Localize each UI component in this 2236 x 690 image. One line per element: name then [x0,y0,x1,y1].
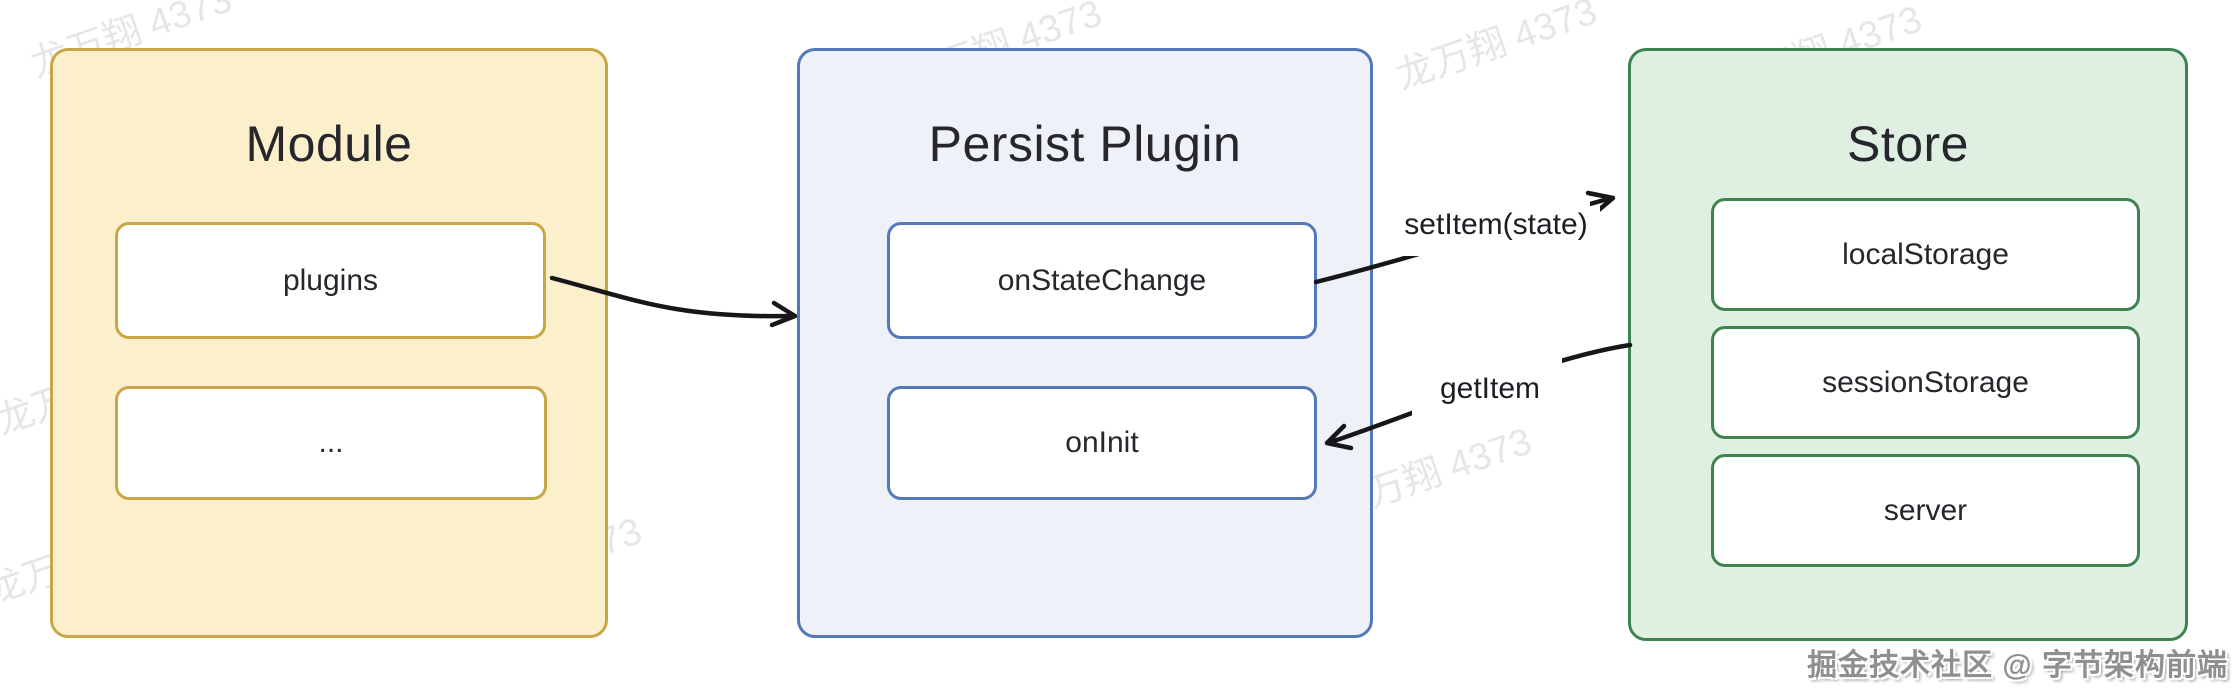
group-persist-plugin: Persist Plugin onStateChange onInit [797,48,1373,638]
node-onstatechange: onStateChange [887,222,1317,339]
group-title-module: Module [245,116,413,172]
node-localstorage: localStorage [1711,198,2140,311]
arrow-label-setitem: setItem(state) [1392,206,1600,244]
node-plugins: plugins [115,222,546,339]
arrow-label-getitem: getItem [1421,370,1559,408]
node-oninit: onInit [887,386,1317,500]
group-store: Store localStorage sessionStorage server [1628,48,2188,641]
node-dots: ... [115,386,547,500]
node-server: server [1711,454,2140,567]
node-sessionstorage: sessionStorage [1711,326,2140,439]
watermark: 龙万翔 4373 [1390,0,1603,99]
group-title-store: Store [1846,116,1969,172]
group-module: Module plugins ... [50,48,608,638]
credit-watermark: 掘金技术社区 @ 字节架构前端 [1807,649,2228,682]
group-title-persist-plugin: Persist Plugin [928,116,1242,172]
